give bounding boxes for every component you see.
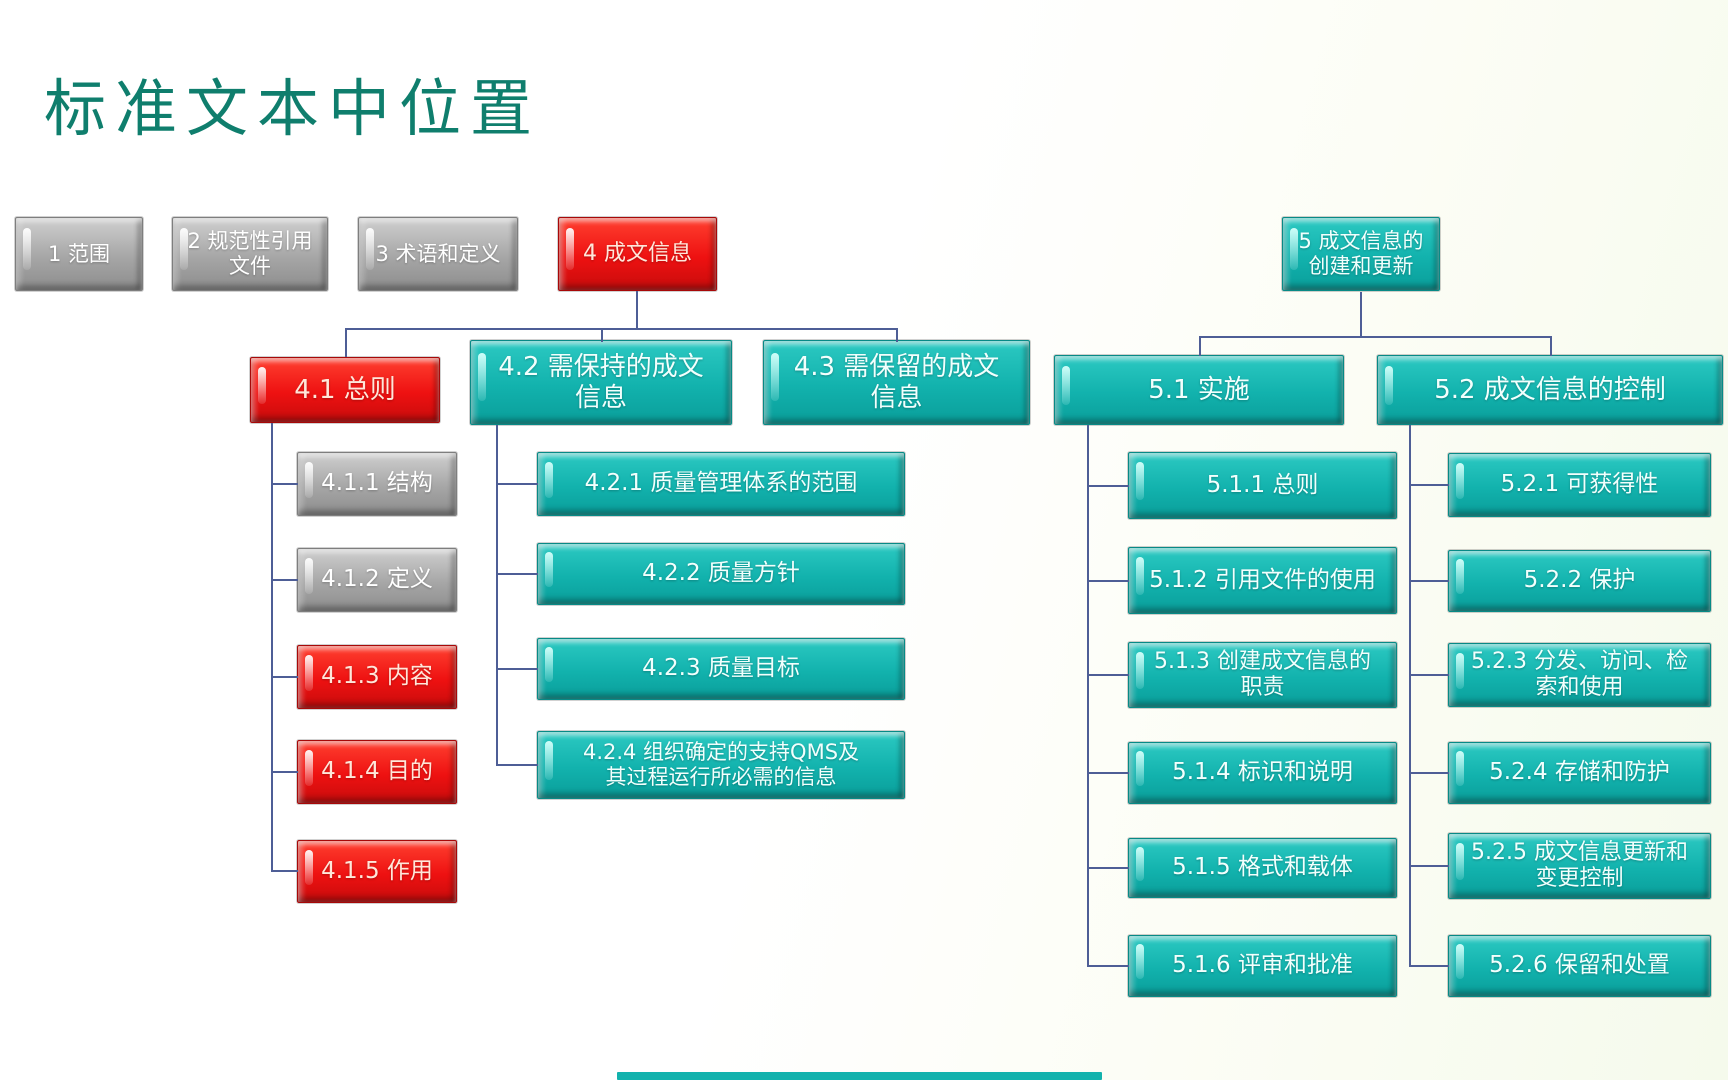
connector-line — [1409, 965, 1449, 967]
node-5-1-2-referenced-documents: 5.1.2 引用文件的使用 — [1128, 547, 1397, 614]
node-2-normative-references: 2 规范性引用 文件 — [172, 217, 328, 291]
node-4-2-4-org-determined-info: 4.2.4 组织确定的支持QMS及 其过程运行所必需的信息 — [537, 731, 905, 799]
node-5-creating-updating: 5 成文信息的 创建和更新 — [1282, 217, 1440, 291]
page-title: 标准文本中位置 — [44, 72, 542, 145]
connector-line — [271, 483, 298, 485]
node-5-2-3-distribution-access: 5.2.3 分发、访问、检 索和使用 — [1448, 643, 1711, 707]
node-5-2-5-change-control: 5.2.5 成文信息更新和 变更控制 — [1448, 833, 1711, 899]
connector-line — [601, 330, 603, 342]
node-5-1-1-general: 5.1.1 总则 — [1128, 452, 1397, 519]
connector-line — [1087, 580, 1129, 582]
connector-line — [1409, 425, 1411, 967]
connector-line — [345, 330, 347, 357]
node-4-1-1-structure: 4.1.1 结构 — [297, 452, 457, 516]
node-4-1-2-definition: 4.1.2 定义 — [297, 548, 457, 612]
node-5-1-4-identification: 5.1.4 标识和说明 — [1128, 742, 1397, 804]
connector-line — [271, 870, 298, 872]
node-4-1-5-role: 4.1.5 作用 — [297, 840, 457, 903]
connector-line — [1409, 484, 1449, 486]
connector-line — [896, 330, 898, 342]
node-5-1-3-responsibility: 5.1.3 创建成文信息的 职责 — [1128, 642, 1397, 708]
connector-line — [1087, 867, 1129, 869]
connector-line — [1087, 772, 1129, 774]
connector-line — [1087, 425, 1089, 967]
node-4-2-2-quality-policy: 4.2.2 质量方针 — [537, 543, 905, 605]
connector-line — [1550, 338, 1552, 356]
connector-line — [345, 328, 898, 330]
connector-line — [1409, 580, 1449, 582]
connector-line — [1360, 292, 1362, 337]
connector-line — [1087, 485, 1129, 487]
node-3-terms-definitions: 3 术语和定义 — [358, 217, 518, 291]
connector-line — [496, 764, 538, 766]
node-5-2-6-retention-disposition: 5.2.6 保留和处置 — [1448, 935, 1711, 997]
node-4-documented-information: 4 成文信息 — [558, 217, 717, 291]
node-4-1-general: 4.1 总则 — [250, 357, 440, 423]
node-5-1-5-format-media: 5.1.5 格式和载体 — [1128, 838, 1397, 898]
node-5-2-1-availability: 5.2.1 可获得性 — [1448, 453, 1711, 517]
node-1-scope: 1 范围 — [15, 217, 143, 291]
node-5-1-implementation: 5.1 实施 — [1054, 355, 1344, 425]
connector-line — [1409, 865, 1449, 867]
connector-line — [1087, 674, 1129, 676]
connector-line — [271, 771, 298, 773]
connector-line — [496, 668, 538, 670]
connector-line — [1409, 772, 1449, 774]
node-4-2-maintained-info: 4.2 需保持的成文 信息 — [470, 340, 732, 425]
connector-line — [271, 423, 273, 872]
node-5-2-control: 5.2 成文信息的控制 — [1377, 355, 1723, 425]
connector-line — [271, 676, 298, 678]
node-5-2-2-protection: 5.2.2 保护 — [1448, 550, 1711, 612]
connector-line — [271, 579, 298, 581]
node-4-3-retained-info: 4.3 需保留的成文 信息 — [763, 340, 1030, 425]
connector-line — [496, 425, 498, 766]
node-5-1-6-review-approval: 5.1.6 评审和批准 — [1128, 935, 1397, 997]
connector-line — [636, 291, 638, 329]
connector-line — [1087, 965, 1129, 967]
node-4-1-4-purpose: 4.1.4 目的 — [297, 740, 457, 804]
node-4-2-1-qms-scope: 4.2.1 质量管理体系的范围 — [537, 452, 905, 516]
connector-line — [496, 573, 538, 575]
connector-line — [1199, 338, 1201, 356]
connector-line — [496, 483, 538, 485]
node-5-2-4-storage-preservation: 5.2.4 存储和防护 — [1448, 742, 1711, 804]
partial-box-bottom-edge — [617, 1072, 1102, 1080]
node-4-2-3-quality-objectives: 4.2.3 质量目标 — [537, 638, 905, 700]
connector-line — [1199, 336, 1552, 338]
connector-line — [1409, 674, 1449, 676]
node-4-1-3-content: 4.1.3 内容 — [297, 645, 457, 709]
